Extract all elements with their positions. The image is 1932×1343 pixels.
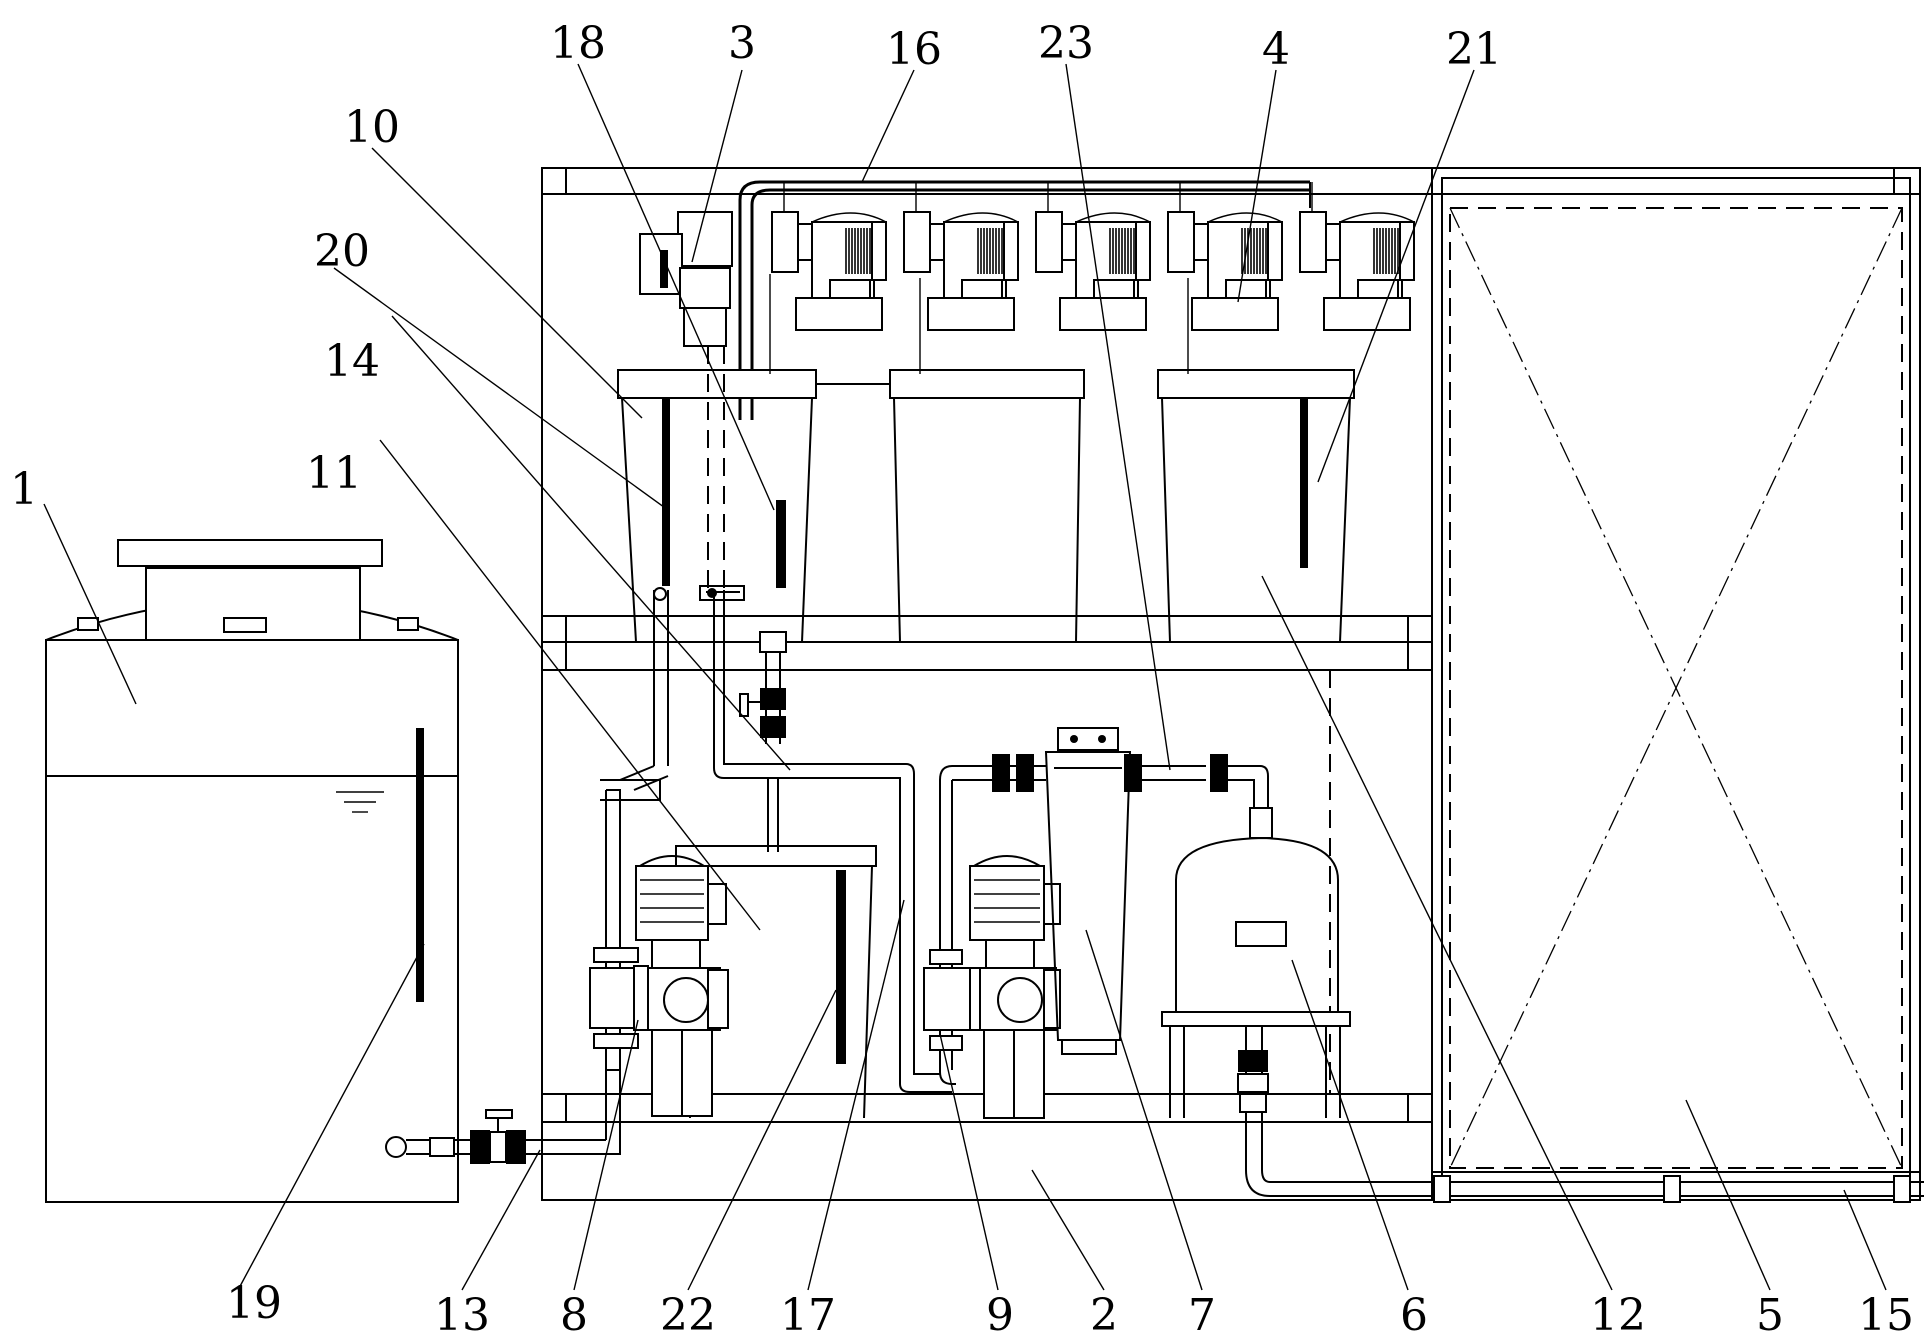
reference-number-11: 11 <box>306 448 362 499</box>
reference-number-7: 7 <box>1188 1290 1216 1341</box>
reference-number-10: 10 <box>344 102 400 153</box>
liquid-level-symbol <box>336 791 384 813</box>
reference-number-22: 22 <box>660 1290 716 1341</box>
pressure-vessel <box>1161 807 1351 1197</box>
cable-tray <box>738 180 1311 420</box>
controller <box>639 211 733 347</box>
reference-number-23: 23 <box>1038 18 1094 69</box>
reference-number-3: 3 <box>728 18 756 69</box>
reference-number-17: 17 <box>780 1290 836 1341</box>
tank-level-probe <box>416 728 424 1002</box>
chemical-tank-left <box>617 369 817 643</box>
chemical-tank-middle <box>889 369 1085 643</box>
reference-number-14: 14 <box>324 336 380 387</box>
suction-pipe <box>385 1069 621 1164</box>
chemical-tank-right <box>1157 369 1355 643</box>
electrical-cabinet <box>1431 167 1921 1201</box>
reference-number-19: 19 <box>226 1278 282 1329</box>
outlet-pipe <box>1270 1175 1924 1203</box>
reference-number-20: 20 <box>314 226 370 277</box>
dosing-pump <box>771 182 887 331</box>
filter-housing <box>990 727 1269 1055</box>
dosing-pump <box>1167 182 1283 331</box>
reference-number-6: 6 <box>1400 1290 1428 1341</box>
reference-number-13: 13 <box>434 1290 490 1341</box>
reference-number-4: 4 <box>1262 24 1290 75</box>
reference-number-12: 12 <box>1590 1290 1646 1341</box>
metering-pump-left <box>589 789 729 1117</box>
reference-number-21: 21 <box>1446 24 1502 75</box>
dosing-pump <box>1299 182 1415 331</box>
reference-number-9: 9 <box>986 1290 1014 1341</box>
reference-number-16: 16 <box>886 24 942 75</box>
reference-number-8: 8 <box>560 1290 588 1341</box>
reference-number-2: 2 <box>1090 1290 1118 1341</box>
reference-number-15: 15 <box>1858 1290 1914 1341</box>
reference-number-18: 18 <box>550 18 606 69</box>
mixing-piping <box>600 585 915 1060</box>
dosing-pumps <box>771 182 1415 331</box>
metering-pump-middle <box>899 765 1061 1119</box>
reference-number-1: 1 <box>10 464 38 515</box>
dosing-pump <box>903 182 1019 331</box>
dosing-pump <box>1035 182 1151 331</box>
storage-tank <box>45 539 459 1203</box>
leader-lines <box>43 63 1887 1291</box>
reference-number-5: 5 <box>1756 1290 1784 1341</box>
